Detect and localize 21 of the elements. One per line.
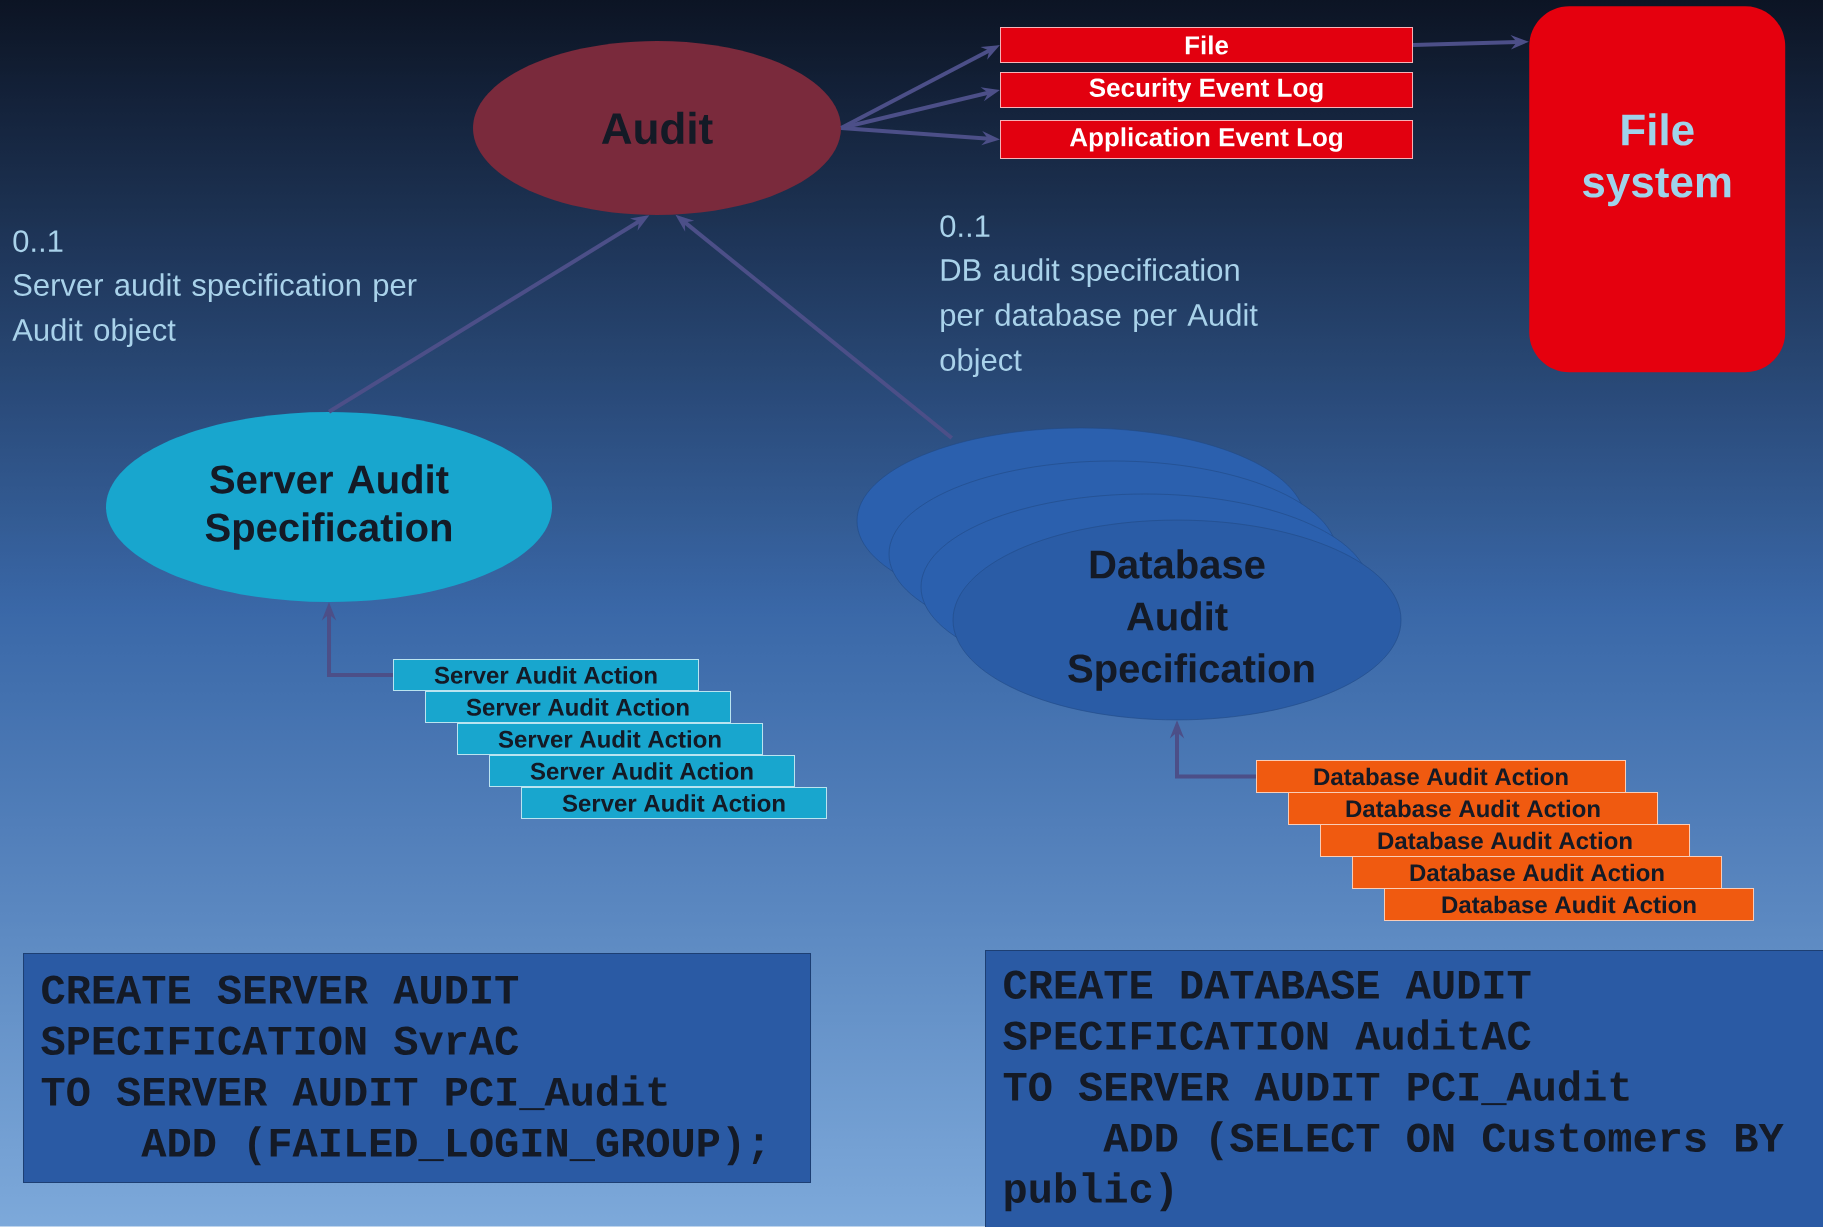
code-box: CREATE DATABASE AUDIT SPECIFICATION AuditAC TO SERVER AUDIT PCI_Audit ADD (SELECT ON Customers BY public) <box>985 950 1823 1227</box>
action-box: Database Audit Action <box>1384 888 1754 921</box>
action-box: Server Audit Action <box>457 723 763 755</box>
action-box: Database Audit Action <box>1256 760 1626 793</box>
action-box: Database Audit Action <box>1288 792 1658 825</box>
stacked-ellipses: Database Audit Specification <box>856 427 1402 721</box>
action-box: Server Audit Action <box>521 787 827 819</box>
output-box: File <box>1000 27 1413 63</box>
note-text: DB audit specification per database per Audit object <box>940 258 1258 378</box>
multiplicity-label: 0..1 <box>13 230 63 253</box>
storage-box: File system <box>1529 6 1786 373</box>
multiplicity-label: 0..1 <box>940 215 990 238</box>
output-box: Application Event Log <box>1000 120 1413 159</box>
action-box: Server Audit Action <box>425 691 731 723</box>
action-box: Database Audit Action <box>1352 856 1722 889</box>
action-box: Server Audit Action <box>489 755 795 787</box>
output-box: Security Event Log <box>1000 72 1413 108</box>
action-box: Database Audit Action <box>1320 824 1690 857</box>
action-box: Server Audit Action <box>393 659 699 691</box>
code-box: CREATE SERVER AUDIT SPECIFICATION SvrAC TO SERVER AUDIT PCI_Audit ADD (FAILED_LOGIN_GROUP); <box>23 953 811 1183</box>
note-text: Server audit specification per Audit object <box>12 273 417 348</box>
